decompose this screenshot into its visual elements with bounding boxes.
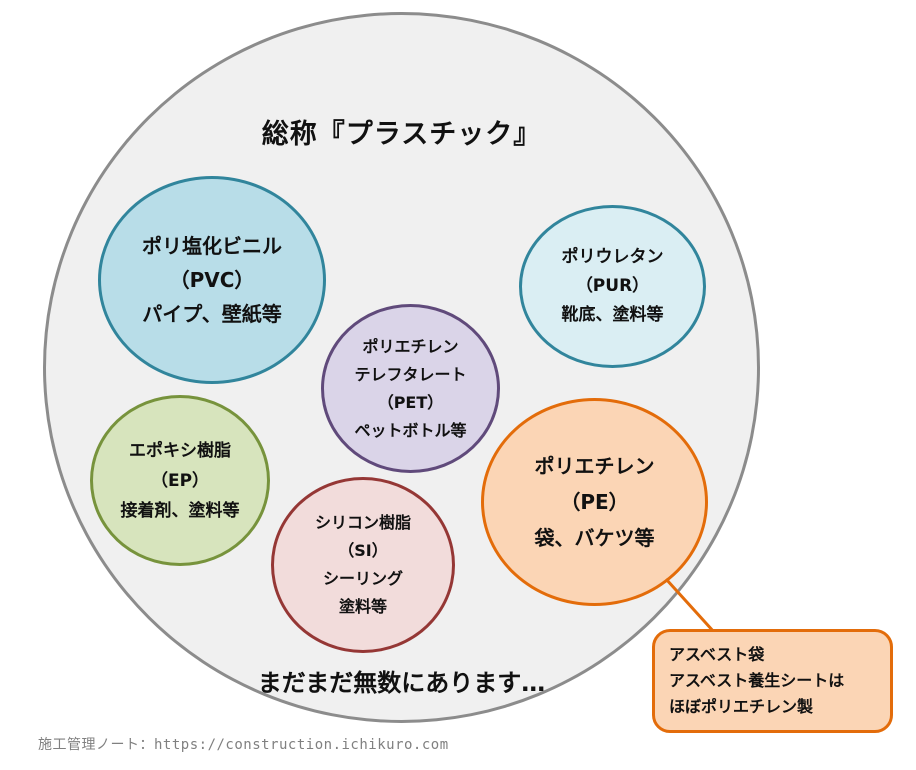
callout-line-1: アスベスト袋	[669, 645, 765, 664]
circle-pur: ポリウレタン （PUR） 靴底、塗料等	[519, 205, 706, 368]
circle-si-abbr: （SI）	[338, 541, 388, 560]
circle-pur-abbr: （PUR）	[575, 276, 650, 296]
circle-si: シリコン樹脂 （SI） シーリング 塗料等	[271, 477, 455, 653]
circle-pet-name-2: テレフタレート	[354, 364, 467, 384]
circle-si-uses-2: 塗料等	[338, 597, 387, 616]
circle-ep-name: エポキシ樹脂	[129, 440, 231, 461]
circle-pvc-abbr: （PVC）	[169, 268, 255, 292]
footer-credit: 施工管理ノート：https://construction.ichikuro.co…	[38, 737, 449, 753]
bottom-note: まだまだ無数にあります…	[257, 669, 546, 697]
callout-asbestos-note: アスベスト袋 アスベスト養生シートは ほぼポリエチレン製	[652, 629, 893, 733]
circle-pet: ポリエチレン テレフタレート （PET） ペットボトル等	[321, 304, 500, 473]
circle-pet-uses: ペットボトル等	[354, 420, 467, 440]
circle-pet-abbr: （PET）	[377, 392, 444, 412]
circle-pe-abbr: （PE）	[560, 490, 629, 514]
circle-pur-uses: 靴底、塗料等	[561, 305, 664, 325]
callout-line-3: ほぼポリエチレン製	[669, 697, 814, 716]
circle-ep-abbr: （EP）	[150, 470, 210, 491]
circle-ep: エポキシ樹脂 （EP） 接着剤、塗料等	[90, 395, 270, 566]
circle-ep-uses: 接着剤、塗料等	[120, 500, 240, 521]
circle-si-name: シリコン樹脂	[314, 513, 411, 532]
diagram-title: 総称『プラスチック』	[261, 119, 542, 150]
circle-pet-name-1: ポリエチレン	[362, 336, 459, 356]
circle-pvc-name: ポリ塩化ビニル	[142, 234, 282, 258]
callout-line-2: アスベスト養生シートは	[669, 671, 845, 690]
circle-pvc: ポリ塩化ビニル （PVC） パイプ、壁紙等	[98, 176, 326, 384]
circle-pe-uses: 袋、バケツ等	[534, 526, 655, 550]
circle-pur-name: ポリウレタン	[561, 247, 664, 267]
circle-pe: ポリエチレン （PE） 袋、バケツ等	[481, 398, 708, 606]
circle-si-uses-1: シーリング	[322, 569, 403, 588]
circle-pvc-uses: パイプ、壁紙等	[142, 302, 282, 326]
circle-pe-name: ポリエチレン	[534, 454, 655, 478]
